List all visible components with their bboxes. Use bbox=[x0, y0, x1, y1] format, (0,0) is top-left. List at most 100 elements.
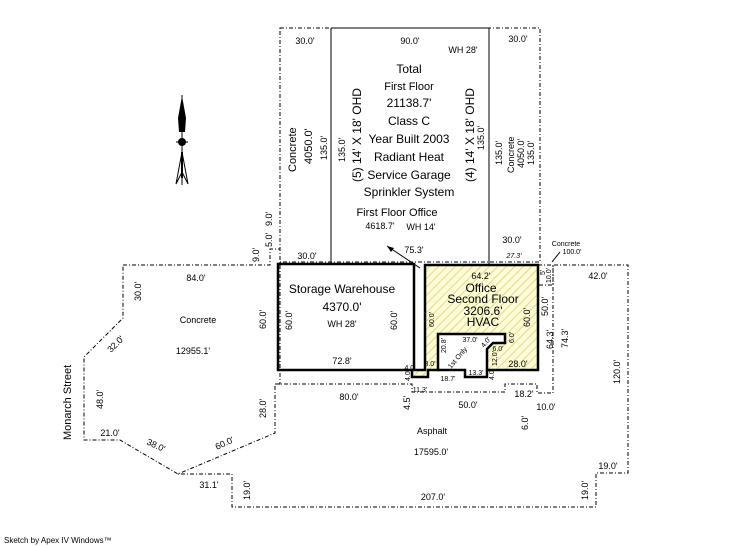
garage-label: Sprinkler System bbox=[364, 185, 455, 199]
wall-height: WH 28' bbox=[327, 319, 357, 329]
area: 4050.0' bbox=[516, 138, 526, 168]
dimension: 72.8' bbox=[332, 356, 352, 366]
office-outline bbox=[410, 263, 540, 379]
garage-outline bbox=[330, 27, 490, 264]
arrowhead-icon bbox=[387, 246, 394, 252]
dimension: 135.0' bbox=[526, 140, 536, 165]
dimension: 10.0' bbox=[536, 402, 556, 412]
note: 1st Only bbox=[447, 346, 469, 371]
dimension: 32.0' bbox=[105, 334, 126, 355]
pointer-line bbox=[551, 251, 561, 263]
dimension: 6.0' bbox=[509, 332, 516, 343]
area: 100.0' bbox=[563, 249, 582, 256]
area: 3206.6' bbox=[464, 304, 503, 318]
dimension: 64.3' bbox=[545, 329, 555, 349]
door-label: (5) 14' X 18' OHD bbox=[350, 88, 364, 182]
dimension: 5.0' bbox=[264, 232, 274, 247]
dimension: 30.0' bbox=[133, 281, 143, 301]
garage-label: First Floor bbox=[384, 81, 434, 93]
office-bottom-wall bbox=[438, 368, 489, 379]
wall-height: WH 28' bbox=[448, 45, 478, 55]
dimension: 60.0' bbox=[258, 309, 268, 329]
dimension: 75.3' bbox=[404, 245, 424, 255]
concrete-label: Concrete bbox=[287, 127, 299, 172]
dimension: 38.0' bbox=[145, 437, 167, 454]
north-arrow-icon bbox=[175, 95, 189, 185]
dimension: 4.0' bbox=[489, 369, 496, 380]
dimension: 31.1' bbox=[199, 480, 219, 490]
dimension: 60.0' bbox=[429, 312, 436, 327]
dimension: 19.0' bbox=[580, 480, 590, 500]
dimension: 74.3' bbox=[560, 328, 570, 348]
dimension: 135.0' bbox=[337, 137, 347, 162]
garage-label: Radiant Heat bbox=[374, 150, 445, 164]
dimension: 30.0' bbox=[508, 34, 528, 44]
dimension: 9.0' bbox=[264, 211, 274, 226]
wall-height: WH 14' bbox=[406, 222, 436, 232]
dimension: 135.0' bbox=[494, 140, 504, 165]
dimension: 28.0' bbox=[508, 359, 528, 369]
area: 4050.0' bbox=[303, 128, 315, 164]
dimension: 4.0' bbox=[404, 365, 415, 372]
dimension: 120.0' bbox=[612, 359, 622, 384]
dimension: 19.0' bbox=[242, 480, 252, 500]
concrete-label: Concrete bbox=[506, 136, 516, 173]
asphalt-label: Asphalt bbox=[417, 426, 448, 436]
dimension: 64.2' bbox=[471, 271, 491, 281]
concrete-lot-outline bbox=[83, 248, 281, 475]
garage-area: 21138.7' bbox=[387, 96, 432, 110]
dimension: 11.3' bbox=[413, 387, 427, 394]
door-label: (4) 14' X 18' OHD bbox=[463, 88, 477, 182]
concrete-label: Concrete bbox=[180, 315, 217, 325]
dimension: 135.0' bbox=[476, 125, 486, 150]
concrete-label: Concrete bbox=[552, 241, 581, 248]
office-label: Office bbox=[465, 281, 496, 295]
garage-label: Year Built 2003 bbox=[369, 132, 450, 146]
garage-label: Total bbox=[396, 62, 421, 76]
office-floor: Second Floor bbox=[447, 292, 518, 306]
dimension: 9.0' bbox=[251, 247, 261, 262]
dimension: 80.0' bbox=[339, 392, 359, 402]
dimension: 27.3' bbox=[506, 253, 523, 260]
office-feature: HVAC bbox=[467, 315, 500, 329]
dimension: 6.0' bbox=[520, 415, 530, 430]
dimension: 135.0' bbox=[319, 135, 329, 160]
dimension: 60.0' bbox=[284, 310, 294, 330]
office-label: First Floor Office bbox=[356, 207, 437, 219]
dimension: 30.0' bbox=[297, 251, 317, 261]
dimension: 50.0' bbox=[458, 400, 478, 410]
asphalt-outline bbox=[178, 264, 629, 508]
area: 17595.0' bbox=[414, 447, 449, 457]
dimension: 30.0' bbox=[295, 36, 315, 46]
street-name: Monarch Street bbox=[62, 365, 74, 440]
area: 4370.0' bbox=[323, 300, 362, 314]
dimension: 20.8' bbox=[441, 338, 448, 353]
dimension: 37.0' bbox=[463, 337, 478, 344]
dimension: 8.0' bbox=[424, 361, 435, 368]
area: 4618.7' bbox=[365, 221, 395, 231]
dimension: 6.0' bbox=[492, 346, 503, 353]
garage-label: Class C bbox=[388, 114, 430, 128]
dimension: 48.0' bbox=[95, 389, 105, 409]
storage-warehouse-outline bbox=[276, 262, 416, 372]
dimension: 18.7' bbox=[441, 376, 456, 383]
area: 12955.1' bbox=[176, 346, 211, 356]
dimension: 60.0' bbox=[214, 435, 236, 452]
dimension: 50.0' bbox=[540, 296, 550, 316]
dimension: 5' bbox=[540, 270, 547, 275]
dimension: 28.0' bbox=[258, 398, 268, 418]
dimension: 4.0' bbox=[405, 370, 412, 381]
storage-label: Storage Warehouse bbox=[289, 282, 396, 296]
dimension: 90.0' bbox=[400, 36, 420, 46]
footer-credit: Sketch by Apex IV Windows™ bbox=[4, 536, 112, 545]
dimension: 4.5' bbox=[402, 395, 412, 410]
dimension: 60.0' bbox=[522, 307, 532, 327]
dimension: 19.0' bbox=[598, 461, 618, 471]
dimension: 10.0' bbox=[546, 268, 553, 283]
dimension: 12.0' bbox=[492, 351, 499, 366]
dimension: 60.0' bbox=[389, 310, 399, 330]
garage-label: Service Garage bbox=[367, 168, 451, 182]
dimension: 30.0' bbox=[502, 235, 522, 245]
dimension: 84.0' bbox=[186, 273, 206, 283]
